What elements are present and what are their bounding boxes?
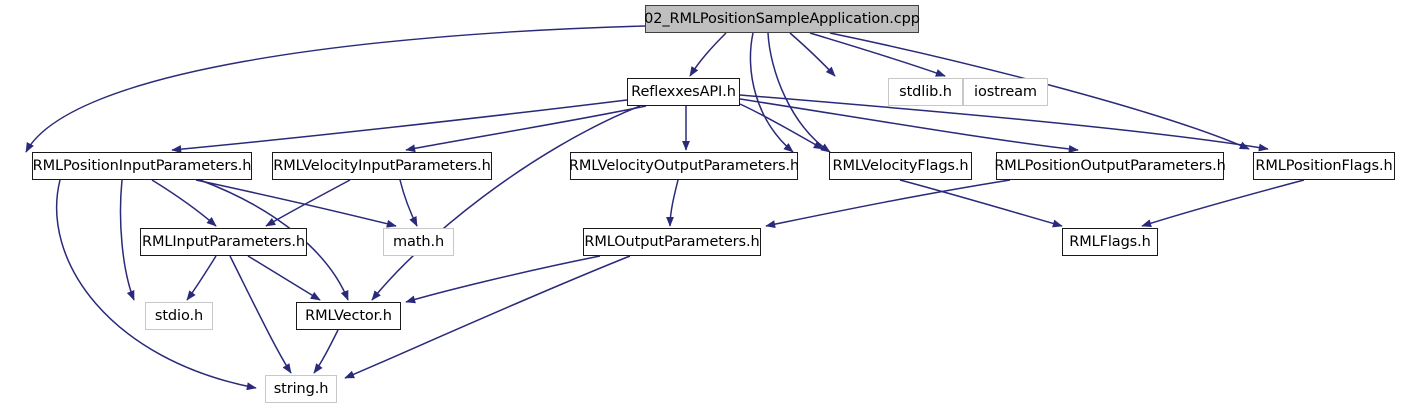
edge-reflexxes-to-positioninput: [171, 99, 628, 154]
node-rmlvelocityoutputparameters-h[interactable]: RMLVelocityOutputParameters.h: [568, 152, 800, 180]
node-reflexxesapi-h[interactable]: ReflexxesAPI.h: [627, 78, 740, 106]
edge-positioninput-to-string: [55, 179, 257, 391]
node-label: ReflexxesAPI.h: [631, 83, 736, 100]
edge-velocityflags-to-rmlflags: [899, 179, 1063, 228]
edge-main-to-velocityflags: [749, 32, 794, 153]
edge-outputparams-to-string: [344, 255, 631, 379]
edge-main-to-stdlib: [789, 32, 836, 77]
node-rmlvector-h[interactable]: RMLVector.h: [296, 302, 401, 330]
node-rmlflags-h[interactable]: RMLFlags.h: [1062, 228, 1158, 256]
node-label: iostream: [974, 83, 1037, 100]
edge-main-to-reflexxesapi: [689, 32, 727, 77]
node-string-h[interactable]: string.h: [265, 375, 337, 403]
node-label: stdlib.h: [899, 83, 952, 100]
node-label: RMLVelocityOutputParameters.h: [568, 157, 800, 174]
node-label: RMLOutputParameters.h: [584, 233, 760, 250]
node-label: math.h: [392, 233, 445, 250]
node-label: RMLVelocityInputParameters.h: [273, 157, 491, 174]
edge-positioninput-to-math: [195, 179, 397, 228]
node-rmlvelocityflags-h[interactable]: RMLVelocityFlags.h: [829, 152, 972, 180]
node-label: RMLPositionFlags.h: [1255, 157, 1393, 174]
node-label: RMLInputParameters.h: [141, 233, 305, 250]
node-rmlpositioninputparameters-h[interactable]: RMLPositionInputParameters.h: [32, 152, 252, 180]
node-label: stdio.h: [154, 307, 204, 324]
edge-positionoutput-to-outputparams: [765, 179, 1011, 229]
edge-velocityinput-to-math: [399, 179, 418, 227]
edge-inputparams-to-rmlvector: [247, 255, 321, 301]
edge-positionflags-to-rmlflags: [1141, 179, 1305, 228]
node-math-h[interactable]: math.h: [383, 228, 454, 256]
node-rmlinputparameters-h[interactable]: RMLInputParameters.h: [140, 228, 307, 256]
node-stdio-h[interactable]: stdio.h: [145, 302, 213, 330]
node-iostream[interactable]: iostream: [963, 78, 1048, 106]
node-stdlib-h[interactable]: stdlib.h: [888, 78, 963, 106]
node-rmlpositionflags-h[interactable]: RMLPositionFlags.h: [1253, 152, 1395, 180]
edge-outputparams-to-rmlvector: [405, 255, 601, 304]
node-rmloutputparameters-h[interactable]: RMLOutputParameters.h: [583, 228, 761, 256]
edge-reflexxes-to-rmlvector: [371, 105, 641, 301]
node-label: string.h: [273, 380, 329, 397]
node-label: RMLFlags.h: [1069, 233, 1151, 250]
edge-reflexxes-to-velocityflags: [739, 103, 824, 150]
node-02-rmlpositionsampleapplication-cpp[interactable]: 02_RMLPositionSampleApplication.cpp: [644, 5, 920, 33]
edge-inputparams-to-string: [229, 255, 292, 374]
edge-positioninput-to-inputparams: [151, 179, 217, 227]
node-label: RMLPositionOutputParameters.h: [994, 157, 1226, 174]
node-label: RMLVector.h: [305, 307, 392, 324]
edge-positioninput-to-stdio: [119, 179, 135, 301]
edge-velocityinput-to-inputparams: [265, 179, 351, 227]
edge-main-to-iostream: [809, 32, 946, 77]
node-label: RMLVelocityFlags.h: [832, 157, 969, 174]
edge-reflexxes-to-positionflags: [739, 94, 1269, 152]
node-rmlpositionoutputparameters-h[interactable]: RMLPositionOutputParameters.h: [994, 152, 1226, 180]
node-label: 02_RMLPositionSampleApplication.cpp: [644, 10, 920, 27]
edge-main-to-positionflags: [829, 32, 1250, 150]
edge-main-to-positioninput: [25, 25, 646, 153]
edge-velocityoutput-to-outputparams: [666, 179, 679, 227]
edge-reflexxes-to-positionoutput: [739, 98, 1079, 153]
node-rmlvelocityinputparameters-h[interactable]: RMLVelocityInputParameters.h: [272, 152, 492, 180]
edge-reflexxes-to-velocityinput: [405, 105, 647, 153]
edge-main-to-positionoutput: [767, 32, 831, 153]
node-label: RMLPositionInputParameters.h: [32, 157, 252, 174]
edge-inputparams-to-stdio: [186, 255, 217, 301]
edge-rmlvector-to-string: [313, 329, 339, 374]
